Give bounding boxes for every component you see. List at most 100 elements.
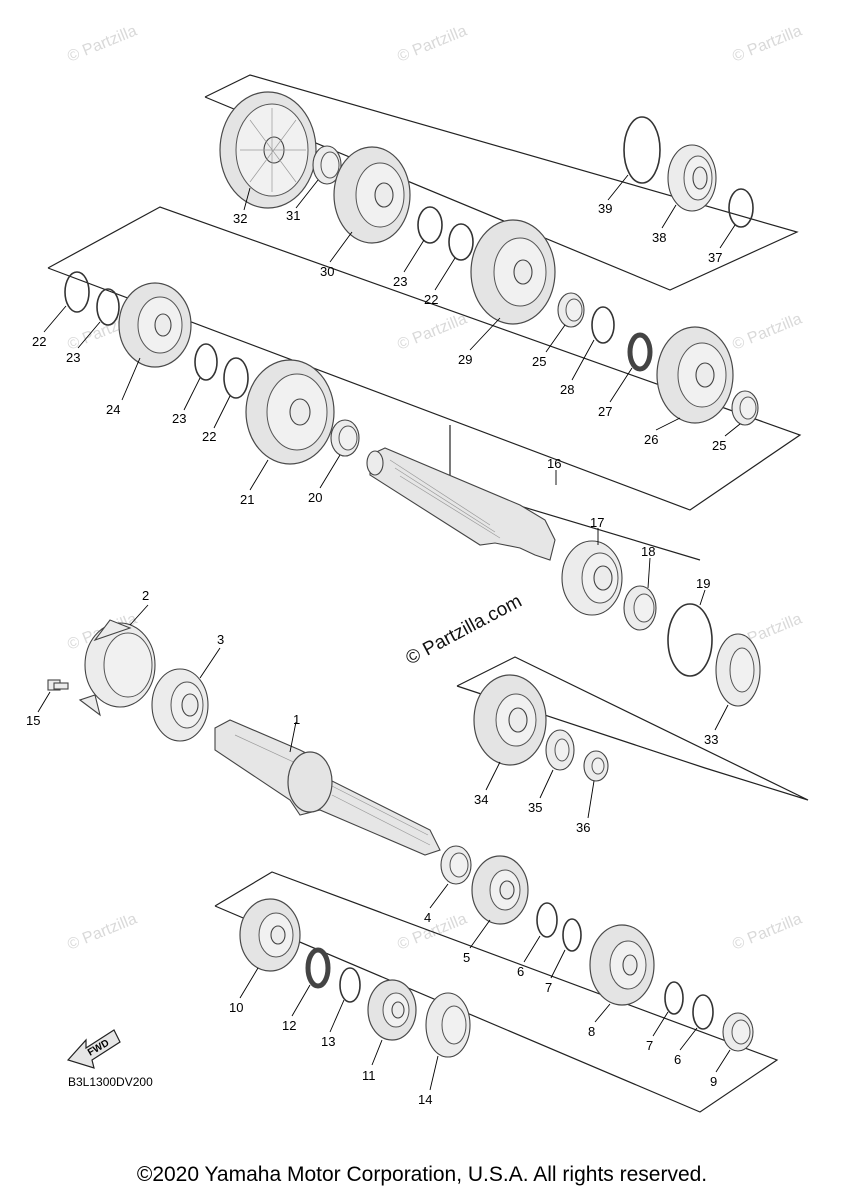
gear-21[interactable] [245,359,335,465]
fwd-arrow-icon: FWD [66,1029,121,1069]
callout-39: 39 [598,201,612,216]
callout-37: 37 [708,250,722,265]
copyright-footer: ©2020 Yamaha Motor Corporation, U.S.A. A… [136,1163,708,1186]
callout-17: 17 [590,515,604,530]
bearing-3[interactable] [151,668,209,742]
gear-26[interactable] [656,326,734,424]
callout-6: 6 [674,1052,681,1067]
callout-32: 32 [233,211,247,226]
circlip-7-lower[interactable] [664,981,684,1015]
callout-21: 21 [240,492,254,507]
gear-8[interactable] [589,924,655,1006]
main-axle-1[interactable] [214,719,441,856]
callout-35: 35 [528,800,542,815]
watermark-text: © Partzilla [65,23,139,66]
gear-10[interactable] [239,898,301,972]
circlip-39[interactable] [623,116,661,184]
circlip-19[interactable] [667,603,713,677]
callout-31: 31 [286,208,300,223]
callout-3: 3 [217,632,224,647]
washer-12[interactable] [305,947,331,989]
callout-26: 26 [644,432,658,447]
gear-24[interactable] [118,282,192,368]
watermark-text: © Partzilla [730,311,804,354]
callout-22: 22 [424,292,438,307]
drive-group-frame [456,656,809,801]
callout-34: 34 [474,792,488,807]
bearing-14[interactable] [425,992,471,1058]
nut-36[interactable] [583,750,609,782]
circlip-23-top[interactable] [417,206,443,244]
callout-24: 24 [106,402,120,417]
callout-2: 2 [142,588,149,603]
watermark-text: © Partzilla [395,23,469,66]
washer-28[interactable] [591,306,615,344]
callout-18: 18 [641,544,655,559]
callout-38: 38 [652,230,666,245]
leader-lines [37,174,741,1091]
gear-5[interactable] [471,855,529,925]
bushing-4[interactable] [440,845,472,885]
callout-23: 23 [172,411,186,426]
bearing-retainer-2[interactable] [78,619,156,717]
bearing-17[interactable] [561,540,623,616]
bearing-38[interactable] [667,144,717,212]
lower-group-frame [214,871,779,1113]
gear-32[interactable] [219,91,317,209]
callout-28: 28 [560,382,574,397]
callout-10: 10 [229,1000,243,1015]
screw-15[interactable] [47,679,69,691]
callout-labels: 32 31 30 23 22 39 38 37 22 23 24 23 22 2… [26,201,726,1107]
callout-13: 13 [321,1034,335,1049]
circlip-13[interactable] [339,967,361,1003]
callout-7: 7 [646,1038,653,1053]
bushing-25-lower[interactable] [731,390,759,426]
washer-22-left[interactable] [64,271,90,313]
washer-6-upper[interactable] [536,902,558,938]
callout-29: 29 [458,352,472,367]
callout-22: 22 [202,429,216,444]
gear-11[interactable] [367,979,417,1041]
bushing-31[interactable] [312,145,342,185]
watermark-center-text: © Partzilla.com [402,591,525,670]
oil-seal-33[interactable] [715,633,761,707]
callout-36: 36 [576,820,590,835]
washer-22-top[interactable] [448,223,474,261]
callout-9: 9 [710,1074,717,1089]
drive-axle-16[interactable] [366,447,556,561]
bushing-20[interactable] [330,419,360,457]
callout-14: 14 [418,1092,432,1107]
callout-11: 11 [362,1068,376,1083]
circlip-37[interactable] [728,188,754,228]
upper-group-frame [47,206,802,511]
callout-12: 12 [282,1018,296,1033]
callout-27: 27 [598,404,612,419]
bushing-9[interactable] [722,1012,754,1052]
callout-7: 7 [545,980,552,995]
group-frames [47,74,809,1113]
callout-1: 1 [293,712,300,727]
callout-33: 33 [704,732,718,747]
bushing-25-upper[interactable] [557,292,585,328]
gear-29[interactable] [470,219,556,325]
gear-30[interactable] [333,146,411,244]
callout-22: 22 [32,334,46,349]
diagram-code: B3L1300DV200 [68,1075,153,1089]
callout-20: 20 [308,490,322,505]
washer-27[interactable] [627,332,653,372]
callout-16: 16 [547,456,561,471]
watermark-text: © Partzilla [395,311,469,354]
washer-22-mid[interactable] [223,357,249,399]
washer-6-lower[interactable] [692,994,714,1030]
circlip-23-left[interactable] [96,288,120,326]
watermark-text: © Partzilla [730,911,804,954]
callout-19: 19 [696,576,710,591]
callout-23: 23 [393,274,407,289]
circlip-7-upper[interactable] [562,918,582,952]
sprocket-34[interactable] [473,674,547,766]
bushing-18[interactable] [623,585,657,631]
lock-washer-35[interactable] [545,729,575,771]
circlip-23-mid[interactable] [194,343,218,381]
watermark-text: © Partzilla [65,911,139,954]
